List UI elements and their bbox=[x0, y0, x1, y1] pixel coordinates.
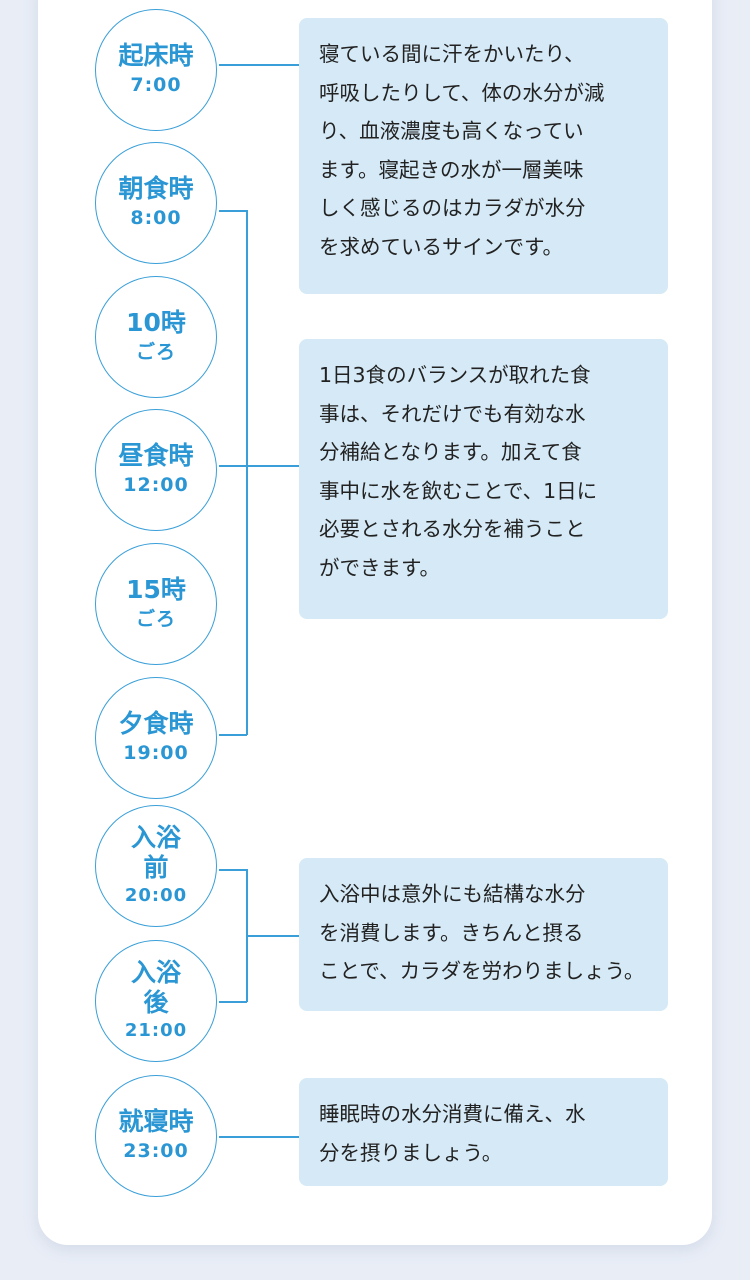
timeline-circle: 就寝時 23:00 bbox=[95, 1075, 217, 1197]
note-text-line: 1日3食のバランスが取れた食 bbox=[319, 363, 591, 387]
connector bbox=[246, 935, 299, 937]
connector bbox=[219, 64, 299, 66]
timeline-circle: 夕食時 19:00 bbox=[95, 677, 217, 799]
note-box: 睡眠時の水分消費に備え、水分を摂りましょう。 bbox=[299, 1078, 668, 1186]
timeline-label: 夕食時 bbox=[118, 709, 194, 738]
timeline-time: 19:00 bbox=[123, 742, 189, 764]
note-text-line: 分を摂りましょう。 bbox=[319, 1140, 503, 1165]
note-box: 寝ている間に汗をかいたり、呼吸したりして、体の水分が減り、血液濃度も高くなってい… bbox=[299, 18, 668, 294]
timeline-label: 入浴 bbox=[130, 823, 181, 852]
note-text-line: ことで、カラダを労わりましょう。 bbox=[319, 959, 645, 983]
note-text-line: 寝ている間に汗をかいたり、 bbox=[319, 42, 585, 66]
note-text-line: 入浴中は意外にも結構な水分 bbox=[319, 882, 586, 906]
note-text-line: 呼吸したりして、体の水分が減 bbox=[319, 80, 605, 105]
connector bbox=[219, 465, 299, 467]
note-text-line: 睡眠時の水分消費に備え、水 bbox=[319, 1102, 586, 1126]
timeline-circle: 昼食時 12:00 bbox=[95, 409, 217, 531]
connector bbox=[219, 1001, 247, 1003]
timeline-label: 後 bbox=[143, 988, 169, 1017]
note-text-line: 必要とされる水分を補うこと bbox=[319, 517, 586, 541]
timeline-time: 8:00 bbox=[130, 207, 182, 229]
timeline-label: 入浴 bbox=[130, 958, 181, 987]
timeline-time: 21:00 bbox=[124, 1020, 188, 1041]
note-text-line: ができます。 bbox=[319, 555, 440, 580]
note-box: 入浴中は意外にも結構な水分を消費します。きちんと摂ることで、カラダを労わりましょ… bbox=[299, 858, 668, 1011]
note-text-line: しく感じるのはカラダが水分 bbox=[319, 196, 586, 220]
note-text-line: を求めているサインです。 bbox=[319, 234, 563, 259]
note-text-line: を消費します。きちんと摂る bbox=[319, 920, 584, 945]
timeline-label: 10時 bbox=[126, 308, 186, 337]
timeline-label: 昼食時 bbox=[118, 441, 194, 470]
timeline-circle: 入浴前 20:00 bbox=[95, 805, 217, 927]
timeline-time: ごろ bbox=[135, 341, 176, 363]
connector bbox=[219, 210, 247, 212]
note-text-line: 分補給となります。加えて食 bbox=[319, 440, 582, 464]
timeline-label: 起床時 bbox=[118, 41, 194, 70]
timeline-label: 前 bbox=[143, 853, 169, 882]
connector bbox=[219, 734, 247, 736]
timeline-circle: 10時ごろ bbox=[95, 276, 217, 398]
connector bbox=[219, 869, 247, 871]
note-text-line: ます。寝起きの水が一層美味 bbox=[319, 157, 584, 182]
timeline-circle: 起床時 7:00 bbox=[95, 9, 217, 131]
timeline-time: ごろ bbox=[135, 608, 176, 630]
timeline-circle: 15時ごろ bbox=[95, 543, 217, 665]
timeline-time: 7:00 bbox=[130, 74, 182, 96]
timeline-circle: 入浴後 21:00 bbox=[95, 940, 217, 1062]
note-text-line: 事中に水を飲むことで、1日に bbox=[319, 478, 598, 503]
timeline-time: 20:00 bbox=[124, 885, 188, 906]
timeline-label: 就寝時 bbox=[118, 1107, 194, 1136]
timeline-time: 12:00 bbox=[123, 474, 189, 496]
note-text-line: り、血液濃度も高くなってい bbox=[319, 119, 584, 143]
timeline-label: 15時 bbox=[126, 575, 186, 604]
timeline-label: 朝食時 bbox=[118, 174, 194, 203]
connector bbox=[219, 1136, 299, 1138]
timeline-circle: 朝食時 8:00 bbox=[95, 142, 217, 264]
note-text-line: 事は、それだけでも有効な水 bbox=[319, 401, 586, 426]
connector bbox=[246, 210, 248, 735]
timeline-time: 23:00 bbox=[123, 1140, 189, 1162]
note-box: 1日3食のバランスが取れた食事は、それだけでも有効な水分補給となります。加えて食… bbox=[299, 339, 668, 619]
